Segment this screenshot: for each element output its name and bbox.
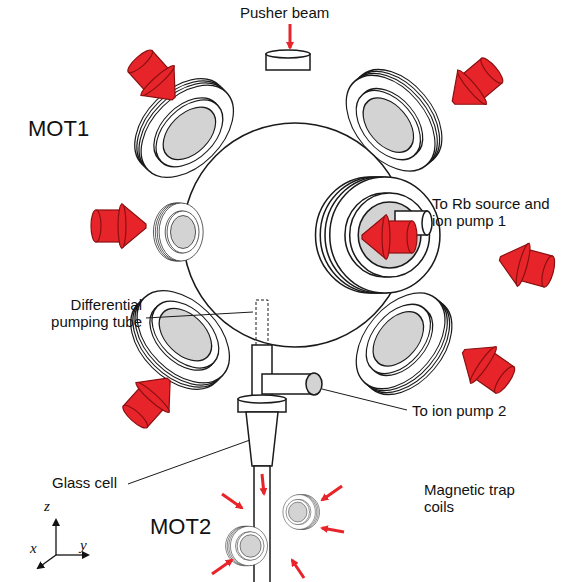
part-label: Magnetic trap coils bbox=[424, 481, 536, 515]
mot2-beams bbox=[212, 474, 344, 578]
axis-label: z bbox=[44, 498, 58, 515]
port-label: To ion pump 2 bbox=[412, 402, 552, 419]
region-label: MOT2 bbox=[150, 514, 230, 539]
pusher-port bbox=[266, 50, 310, 70]
port-label: To Rb source and ion pump 1 bbox=[432, 195, 572, 229]
pusher-arrow bbox=[289, 24, 292, 48]
axis-label: x bbox=[30, 540, 44, 557]
beam-label: Pusher beam bbox=[240, 4, 350, 21]
region-label: MOT1 bbox=[28, 116, 108, 141]
differential-tube bbox=[256, 300, 268, 348]
leader-lines bbox=[128, 312, 407, 484]
axis-label: y bbox=[80, 537, 94, 554]
part-label: Glass cell bbox=[52, 474, 142, 491]
mot1-beams bbox=[91, 43, 559, 435]
part-label: Differential pumping tube bbox=[36, 296, 142, 330]
mot1-coils-front bbox=[113, 61, 440, 406]
